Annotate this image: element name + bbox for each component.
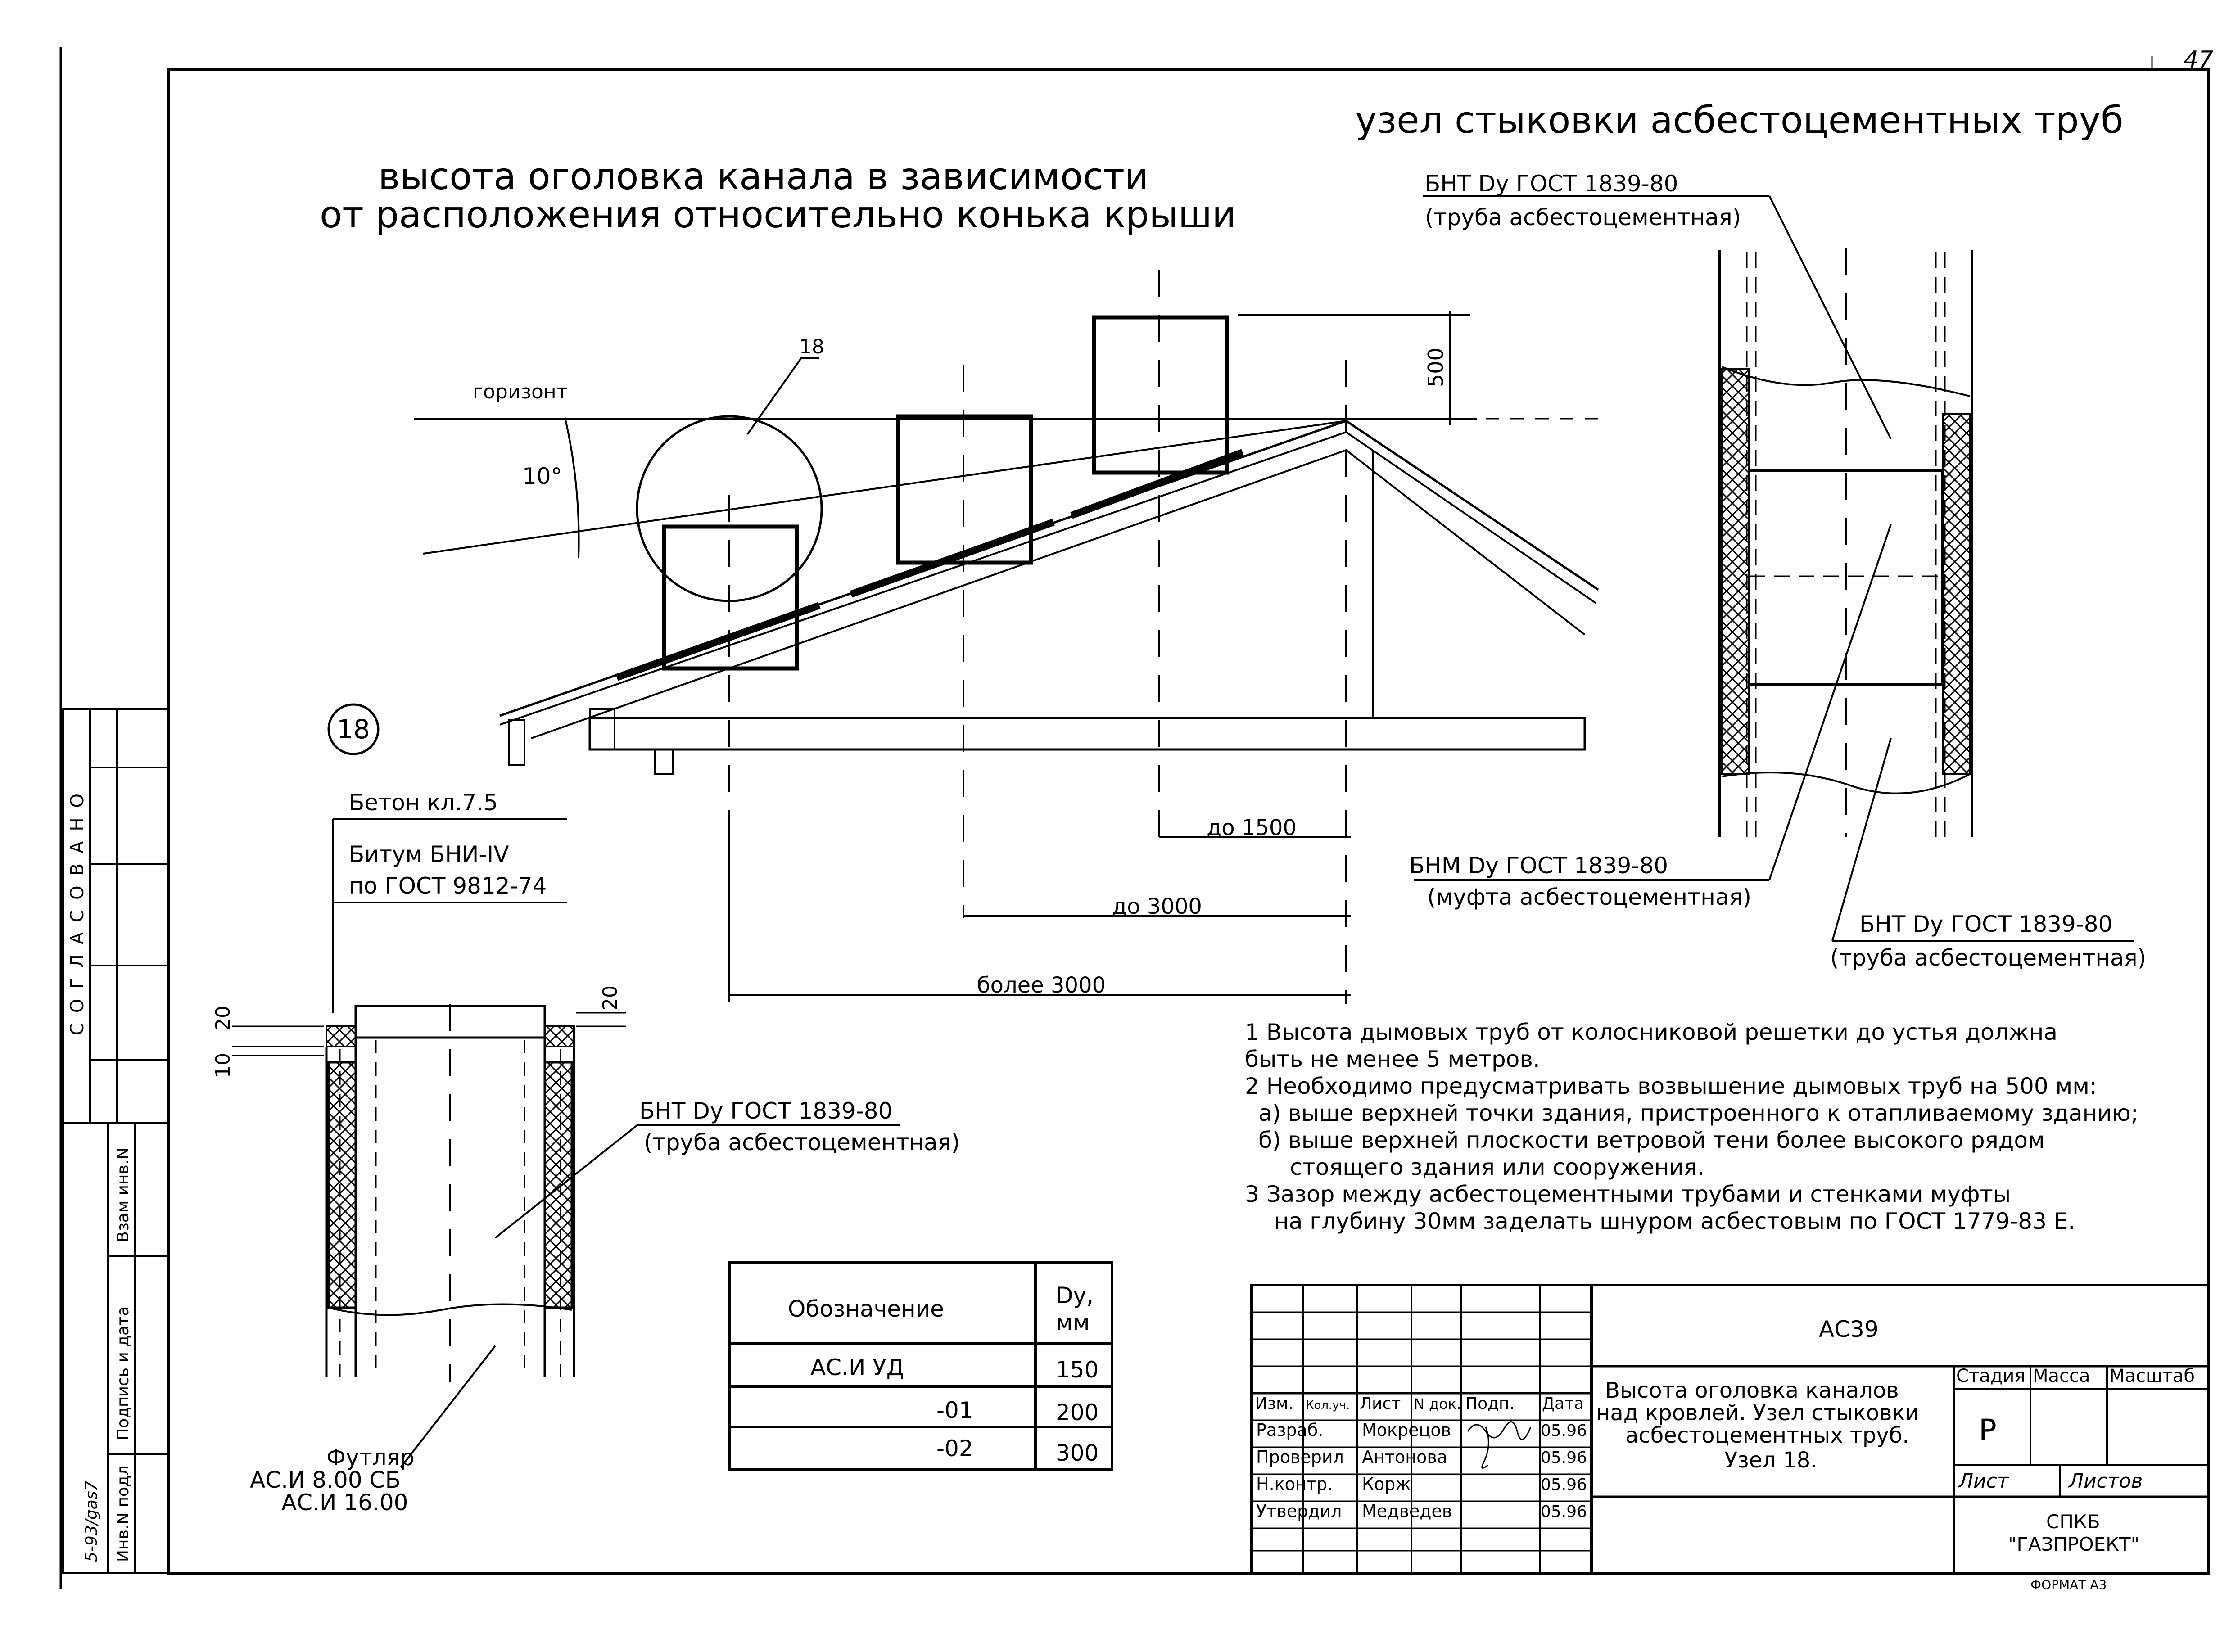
sheet-frame <box>59 47 2210 1589</box>
dim-over-3000: более 3000 <box>977 973 1106 998</box>
tb-date: 05.96 <box>1541 1503 1587 1521</box>
sleeve-label-3: АС.И 16.00 <box>281 1490 408 1516</box>
dim-500: 500 <box>1424 348 1448 387</box>
tb-name: Мокрецов <box>1362 1420 1451 1440</box>
spec-row-2-designation: -02 <box>936 1435 973 1462</box>
joint-pipe-top-1: БНТ Dy ГОСТ 1839-80 <box>1425 171 1678 197</box>
joint-pipe-bottom-2: (труба асбестоцементная) <box>1830 945 2146 971</box>
horizon-label: горизонт <box>473 380 568 403</box>
concrete-label: Бетон кл.7.5 <box>349 790 498 816</box>
tb-header-kol: Кол.уч. <box>1306 1399 1350 1412</box>
sheets-label: Листов <box>2068 1470 2143 1493</box>
bitumen-label-1: Битум БНИ-IV <box>349 841 509 867</box>
node-18-detail <box>232 703 900 1468</box>
tb-header-ndok: N док. <box>1414 1395 1461 1413</box>
left-title-line-2: от расположения относительно конька крыш… <box>320 194 1236 236</box>
joint-detail <box>1414 195 2134 942</box>
stage-value: Р <box>1979 1413 1997 1448</box>
tb-role: Проверил <box>1256 1447 1344 1467</box>
mass-label: Масса <box>2033 1366 2090 1386</box>
title-code: АС39 <box>1819 1316 1879 1342</box>
note-line: б) выше верхней плоскости ветровой тени … <box>1258 1127 2045 1153</box>
bitumen-label-2: по ГОСТ 9812-74 <box>349 873 547 899</box>
org-line-2: "ГАЗПРОЕКТ" <box>2008 1533 2139 1555</box>
node-pipe-label-2: (труба асбестоцементная) <box>644 1129 960 1155</box>
node-callout: 18 <box>799 335 824 358</box>
dim-1500: до 1500 <box>1207 815 1297 840</box>
tb-name: Корж <box>1362 1474 1411 1494</box>
tb-header-list: Лист <box>1360 1395 1401 1413</box>
spec-row-1-designation: -01 <box>936 1397 973 1423</box>
inv-replace-label: Взам инв.N <box>114 1147 132 1242</box>
spec-row-1-dy: 200 <box>1056 1399 1099 1426</box>
archive-number: 5-93/gas7 <box>82 1481 101 1562</box>
node-pipe-label-1: БНТ Dy ГОСТ 1839-80 <box>639 1098 892 1124</box>
tb-role: Разраб. <box>1256 1420 1323 1440</box>
tb-date: 05.96 <box>1541 1476 1587 1494</box>
joint-coupling-2: (муфта асбестоцементная) <box>1427 884 1751 910</box>
tb-header-podp: Подп. <box>1465 1395 1515 1413</box>
spec-header-dy: Dy, <box>1056 1282 1094 1309</box>
sleeve-label-2: АС.И 8.00 СБ <box>250 1467 401 1493</box>
sheet-number: 47 <box>2184 46 2213 73</box>
format-label: ФОРМАТ А3 <box>2030 1577 2107 1592</box>
spec-header-mm: мм <box>1056 1309 1090 1336</box>
node-18-number: 18 <box>337 714 370 745</box>
dim-20-left: 20 <box>212 1006 235 1031</box>
dim-10: 10 <box>212 1053 235 1078</box>
dim-20-right: 20 <box>599 985 622 1011</box>
tb-name: Медведев <box>1362 1501 1452 1521</box>
spec-row-0-designation: АС.И УД <box>810 1354 904 1381</box>
title-block <box>1250 1284 2210 1575</box>
note-line: а) выше верхней точки здания, пристроенн… <box>1258 1100 2139 1126</box>
sheet-label: Лист <box>1958 1470 2009 1493</box>
note-line: 3 Зазор между асбестоцементными трубами … <box>1245 1181 2011 1207</box>
roof-diagram <box>414 270 1599 1004</box>
notes: 1 Высота дымовых труб от колосниковой ре… <box>1245 1019 2139 1234</box>
sign-date-label: Подпись и дата <box>114 1306 132 1440</box>
org-line-1: СПКБ <box>2046 1511 2100 1533</box>
title-desc-3: асбестоцементных труб. <box>1625 1423 1909 1448</box>
left-title-line-1: высота оголовка канала в зависимости <box>378 155 1148 198</box>
spec-row-2-dy: 300 <box>1056 1440 1099 1466</box>
scale-label: Масштаб <box>2109 1366 2195 1386</box>
tb-name: Антонова <box>1362 1447 1447 1467</box>
tb-header-date: Дата <box>1542 1395 1584 1413</box>
tb-role: Н.контр. <box>1256 1474 1333 1494</box>
signatures <box>1467 1421 1532 1469</box>
title-desc-4: Узел 18. <box>1724 1448 1818 1473</box>
agreed-label: СОГЛАСОВАНО <box>67 784 88 1035</box>
inv-orig-label: Инв.N подл <box>114 1465 132 1562</box>
title-desc-1: Высота оголовка каналов <box>1605 1378 1899 1403</box>
joint-pipe-bottom-1: БНТ Dy ГОСТ 1839-80 <box>1859 911 2112 937</box>
tb-role: Утвердил <box>1256 1501 1342 1521</box>
sleeve-label-1: Футляр <box>326 1444 415 1471</box>
spec-row-0-dy: 150 <box>1056 1357 1099 1383</box>
tb-header-izm: Изм. <box>1255 1395 1293 1413</box>
joint-pipe-top-2: (труба асбестоцементная) <box>1425 204 1741 230</box>
side-stamp <box>62 708 170 1574</box>
note-line: на глубину 30мм заделать шнуром асбестов… <box>1274 1208 2075 1234</box>
note-line: 2 Необходимо предусматривать возвышение … <box>1245 1073 2097 1099</box>
spec-header-designation: Обозначение <box>788 1296 944 1322</box>
spec-table <box>728 1261 1113 1471</box>
stage-label: Стадия <box>1956 1366 2025 1386</box>
title-desc-2: над кровлей. Узел стыковки <box>1596 1400 1919 1426</box>
tb-date: 05.96 <box>1541 1422 1587 1440</box>
joint-coupling-1: БНМ Dy ГОСТ 1839-80 <box>1409 853 1668 879</box>
note-line: стоящего здания или сооружения. <box>1290 1154 1704 1180</box>
angle-label: 10° <box>522 463 562 489</box>
note-line: 1 Высота дымовых труб от колосниковой ре… <box>1245 1019 2057 1045</box>
note-line: быть не менее 5 метров. <box>1245 1046 1540 1072</box>
dim-3000: до 3000 <box>1112 894 1202 919</box>
right-title: узел стыковки асбестоцементных труб <box>1355 99 2124 142</box>
tb-date: 05.96 <box>1541 1449 1587 1467</box>
